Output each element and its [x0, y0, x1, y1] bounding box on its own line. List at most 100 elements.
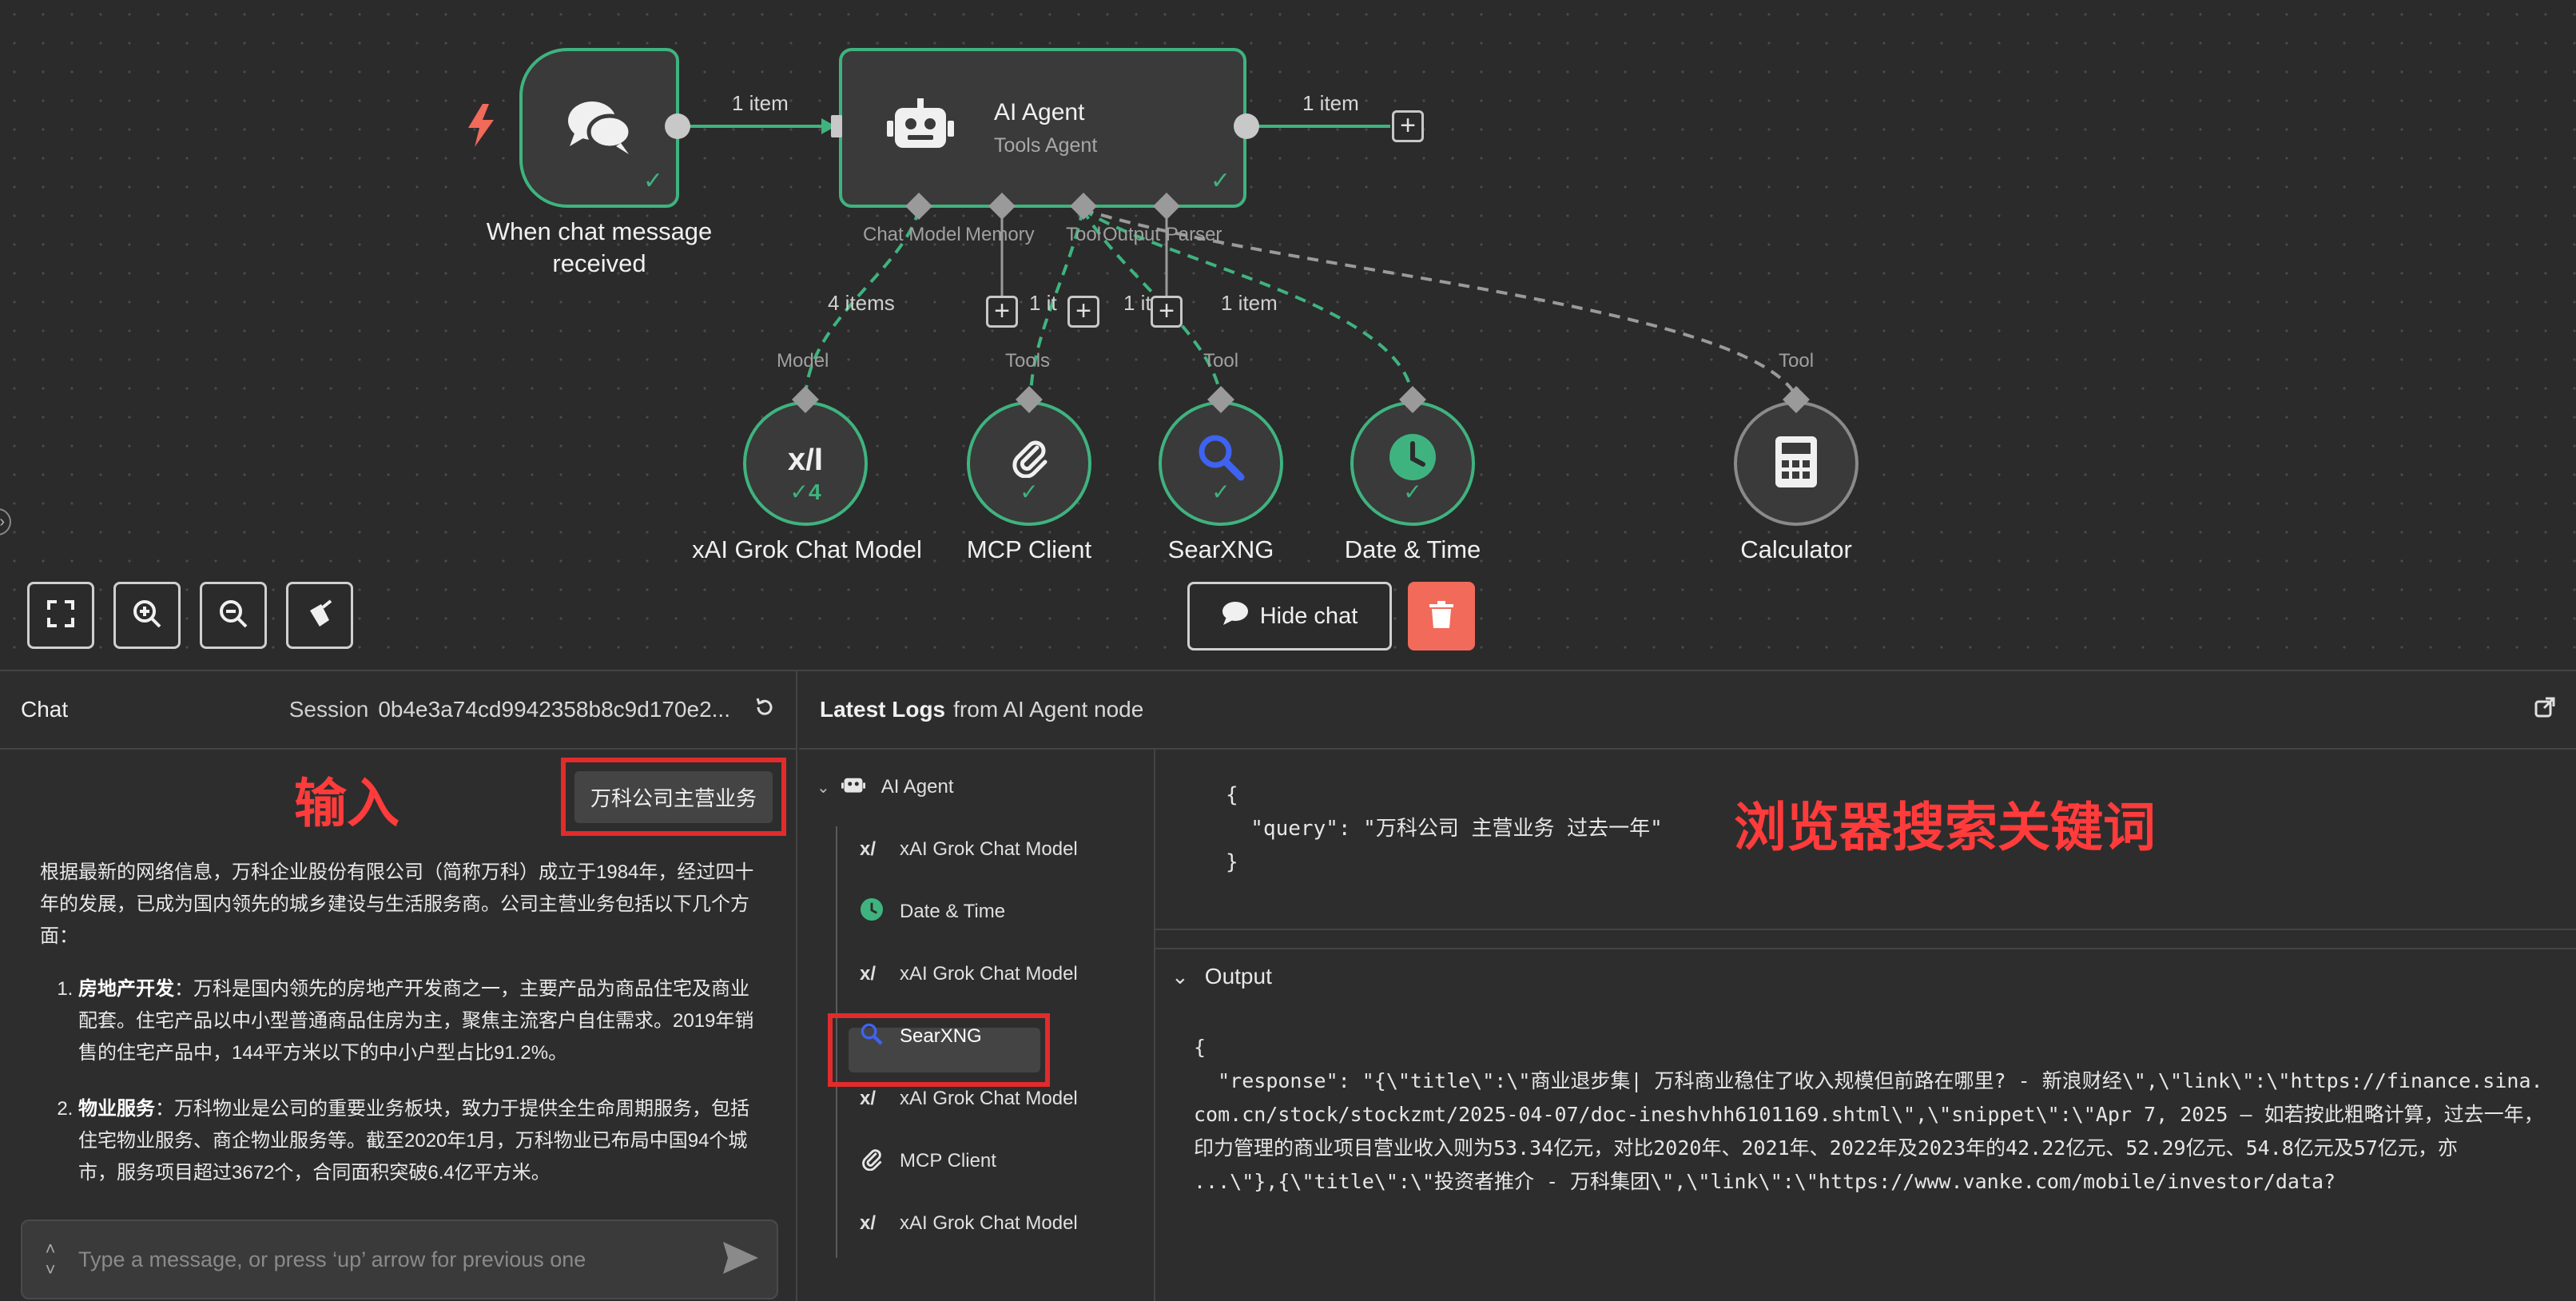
sub-handle-label-tool: Tool [1779, 350, 1815, 372]
trigger-node-label: When chat message received [486, 217, 713, 277]
trigger-node-chat[interactable]: ✓ [519, 48, 679, 208]
connection-wires [678, 118, 1799, 400]
connection-count-label: 1 item [1302, 91, 1359, 115]
zoom-in-icon [133, 599, 161, 632]
clock-icon [860, 897, 884, 927]
date-time-node-label: Date & Time [1344, 535, 1481, 563]
clock-icon [1388, 432, 1437, 486]
xai-grok-node[interactable]: x/I ✓4 [743, 401, 868, 526]
tree-item-xai-grok[interactable]: x/ xAI Grok Chat Model [860, 1088, 1078, 1109]
searxng-node[interactable]: ✓ [1159, 401, 1283, 526]
connection-count-label: 1 item [732, 91, 789, 115]
agent-input-handle[interactable] [831, 115, 842, 137]
logs-panel: Latest Logs from AI Agent node ⌄ AI Agen… [799, 671, 2576, 1301]
calculator-node-label: Calculator [1740, 535, 1852, 563]
sub-handle-label-model: Model [777, 350, 829, 372]
tidy-up-button[interactable] [286, 582, 353, 649]
logs-title: Latest Logs [820, 697, 946, 722]
send-button[interactable] [705, 1241, 777, 1278]
calculator-node[interactable] [1734, 401, 1858, 526]
popout-icon[interactable] [2534, 697, 2555, 723]
searxng-node-label: SearXNG [1167, 535, 1274, 563]
delete-button[interactable] [1408, 582, 1475, 650]
success-check-icon: ✓ [1211, 479, 1230, 504]
send-icon [723, 1241, 758, 1278]
success-check-icon: ✓ [1403, 479, 1422, 504]
fullscreen-icon [47, 599, 74, 631]
session-info: Session 0b4e3a74cd9942358b8c9d170e2... [289, 697, 775, 723]
broom-icon [305, 599, 334, 632]
tree-item-searxng[interactable]: SearXNG [860, 1009, 982, 1064]
annotation-keyword: 浏览器搜索关键词 [1734, 798, 2156, 857]
ai-agent-node[interactable]: AI Agent Tools Agent ✓ [839, 48, 1246, 208]
trigger-output-handle[interactable] [665, 113, 690, 139]
tree-item-xai-grok[interactable]: x/ xAI Grok Chat Model [860, 1212, 1078, 1234]
output-json: { "response": "{\"title\":\"商业退步集| 万科商业稳… [1194, 1031, 2552, 1199]
logs-subtitle: from AI Agent node [953, 697, 1144, 722]
handle-label-tool: Tool [1066, 224, 1102, 245]
date-time-node[interactable]: ✓ [1350, 401, 1475, 526]
success-check-icon: ✓ [1020, 479, 1039, 504]
search-icon [860, 1022, 884, 1052]
log-detail: { "query": "万科公司 主营业务 过去一年" } 浏览器搜索关键词 ⌄… [1154, 750, 2576, 1301]
add-memory-button[interactable]: + [986, 296, 1018, 328]
search-icon [1196, 432, 1246, 486]
tree-item-xai-grok[interactable]: x/ xAI Grok Chat Model [860, 963, 1078, 985]
paperclip-icon [860, 1147, 884, 1176]
success-check-icon: ✓ [642, 168, 663, 194]
chat-panel: Chat Session 0b4e3a74cd9942358b8c9d170e2… [0, 671, 797, 1301]
trash-icon [1429, 600, 1453, 632]
agent-title: AI Agent [994, 98, 1085, 125]
fit-view-button[interactable] [27, 582, 94, 649]
hide-chat-label: Hide chat [1259, 603, 1358, 629]
chat-title: Chat [21, 697, 69, 722]
chat-bubbles-icon [563, 97, 635, 160]
workflow-canvas[interactable]: › ✓ When chat message received 1 item [0, 0, 2576, 670]
output-response: "response": "{\"title\":\"商业退步集| 万科商业稳住了… [1194, 1069, 2544, 1193]
agent-output-handle[interactable] [1234, 113, 1259, 139]
user-message: 万科公司主营业务 [574, 770, 773, 823]
list-item: 物业服务：万科物业是公司的重要业务板块，致力于提供全生命周期服务，包括住宅物业服… [78, 1093, 759, 1189]
xai-grok-node-label: xAI Grok Chat Model [692, 535, 922, 563]
chevron-down-icon[interactable]: ⌄ [1171, 964, 1189, 989]
chat-input-box: ˄ ˅ [21, 1219, 778, 1299]
handle-label-chat-model: Chat Model [863, 224, 961, 245]
add-node-button[interactable]: + [1392, 110, 1424, 142]
refresh-session-icon[interactable] [754, 697, 775, 723]
add-tool-button[interactable]: + [1067, 296, 1099, 328]
handle-label-memory: Memory [965, 224, 1035, 245]
output-label: Output [1204, 964, 1272, 989]
logs-header: Latest Logs from AI Agent node [799, 671, 2576, 750]
tree-item-mcp-client[interactable]: MCP Client [860, 1133, 996, 1189]
zoom-in-button[interactable] [113, 582, 181, 649]
chevron-down-icon[interactable]: ˅ [45, 1259, 56, 1279]
connection-count-label: 1 item [1221, 291, 1278, 315]
mcp-client-node-label: MCP Client [966, 535, 1092, 563]
connection-count-label: 1 it [1123, 291, 1151, 315]
history-arrows[interactable]: ˄ ˅ [22, 1239, 78, 1280]
zoom-out-button[interactable] [200, 582, 267, 649]
chevron-down-icon[interactable]: ⌄ [817, 778, 830, 797]
tree-item-xai-grok[interactable]: x/ xAI Grok Chat Model [860, 838, 1078, 860]
chat-bubble-icon [1222, 601, 1249, 631]
connection-count-label: 1 it [1029, 291, 1057, 315]
mcp-client-node[interactable]: ✓ [967, 401, 1091, 526]
add-output-parser-button[interactable]: + [1151, 296, 1183, 328]
input-json: { "query": "万科公司 主营业务 过去一年" } [1226, 783, 1663, 874]
tree-item-ai-agent[interactable]: ⌄ AI Agent [817, 759, 954, 815]
session-label: Session [288, 697, 369, 722]
xai-icon: x/ [860, 963, 877, 985]
chat-message-input[interactable] [78, 1247, 705, 1272]
chevron-up-icon[interactable]: ˄ [45, 1239, 56, 1259]
robot-icon [841, 774, 865, 801]
selected-row-bg [849, 1028, 1040, 1072]
session-id: 0b4e3a74cd9942358b8c9d170e2... [378, 697, 730, 722]
tree-item-date-time[interactable]: Date & Time [860, 884, 1005, 940]
output-section-header[interactable]: ⌄ Output [1155, 948, 2576, 1004]
hide-chat-button[interactable]: Hide chat [1187, 582, 1392, 650]
xai-icon: x/ [860, 1212, 877, 1234]
xai-icon: x/ [860, 838, 877, 860]
bottom-panel: Chat Session 0b4e3a74cd9942358b8c9d170e2… [0, 670, 2576, 1301]
xai-icon: x/I [788, 441, 823, 477]
user-message-highlight: 万科公司主营业务 [561, 758, 786, 836]
